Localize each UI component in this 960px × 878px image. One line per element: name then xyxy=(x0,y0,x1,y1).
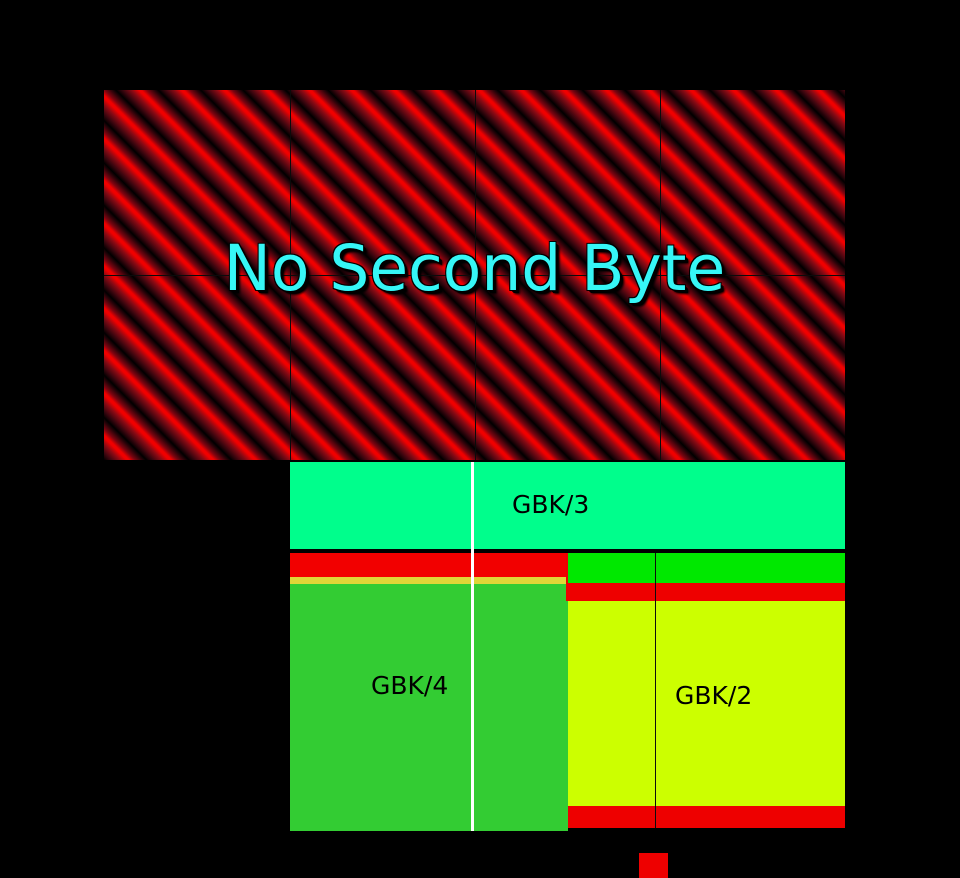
grid-line-vertical xyxy=(655,553,656,828)
treemap-cell-red-square[interactable] xyxy=(639,853,668,878)
treemap-cell-no-second-byte[interactable] xyxy=(104,90,845,460)
treemap-band-red xyxy=(290,553,568,577)
treemap-cell-gbk4[interactable] xyxy=(290,553,568,831)
treemap-cell-gbk3[interactable] xyxy=(290,462,845,549)
treemap-band-green xyxy=(568,553,845,583)
treemap-band-chartreuse xyxy=(568,601,845,806)
treemap-band-olive xyxy=(290,577,568,584)
treemap-divider-white xyxy=(471,462,474,831)
treemap-band-red-top xyxy=(568,583,845,601)
treemap-sliver-red xyxy=(566,553,568,601)
treemap-band-green xyxy=(290,584,568,831)
treemap-band-red-bottom xyxy=(568,806,845,828)
grid-line-horizontal xyxy=(104,275,845,276)
treemap-cell-gbk2[interactable] xyxy=(568,553,845,828)
